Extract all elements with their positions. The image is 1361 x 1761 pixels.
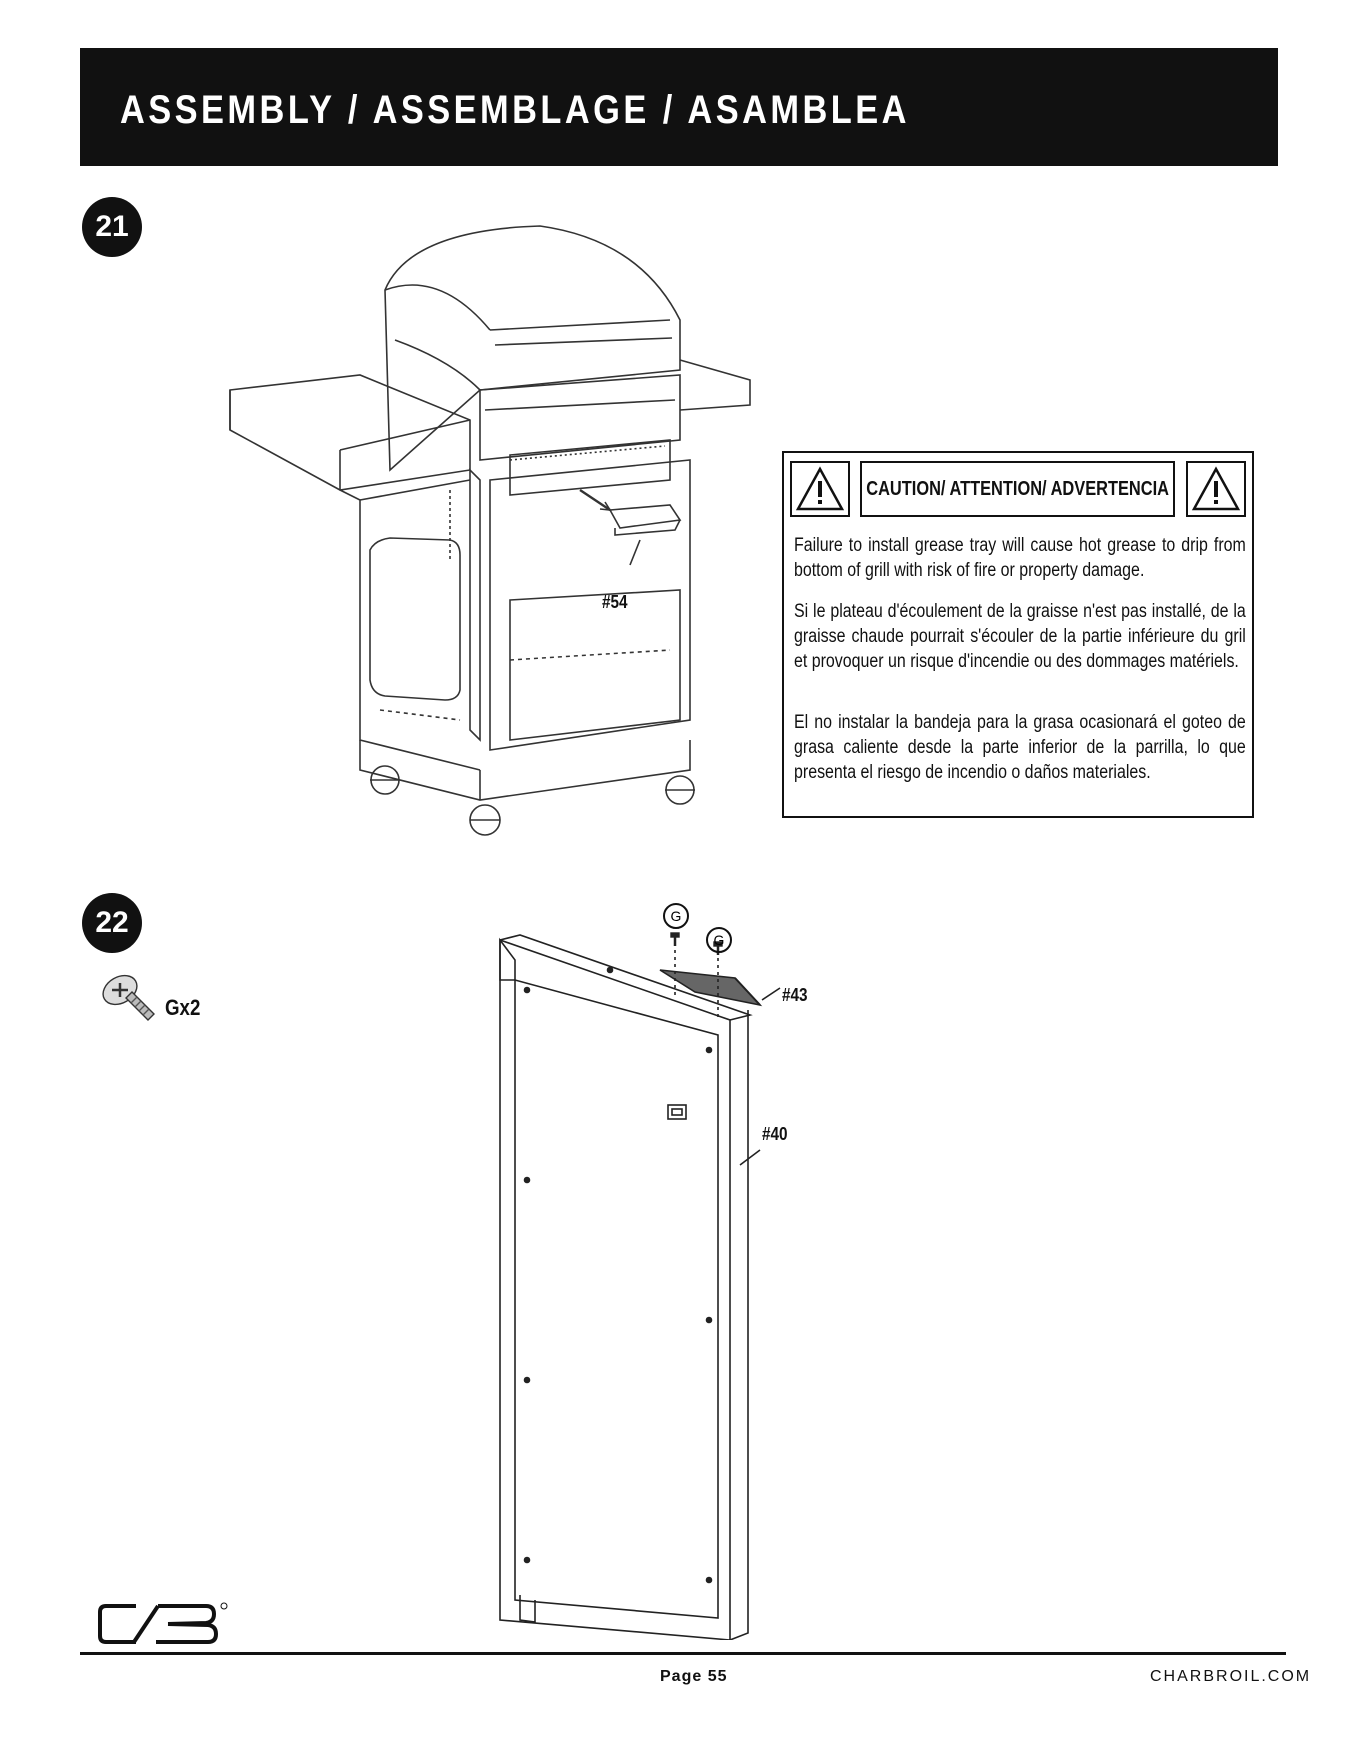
caution-header: CAUTION/ ATTENTION/ ADVERTENCIA — [790, 461, 1246, 517]
caution-title-box: CAUTION/ ATTENTION/ ADVERTENCIA — [860, 461, 1175, 517]
part-label-54: #54 — [602, 592, 628, 612]
step-22-badge: 22 — [82, 893, 142, 953]
header-bar: ASSEMBLY / ASSEMBLAGE / ASAMBLEA — [80, 48, 1278, 166]
footer-rule — [80, 1652, 1286, 1655]
caution-box: CAUTION/ ATTENTION/ ADVERTENCIA Failure … — [782, 451, 1254, 818]
website: CHARBROIL.COM — [1150, 1668, 1312, 1685]
caution-text-es: El no instalar la bandeja para la grasa … — [794, 712, 1246, 783]
svg-text:G: G — [671, 908, 682, 924]
grill-illustration — [229, 225, 751, 836]
svg-text:G: G — [714, 932, 725, 948]
caution-text-en: Failure to install grease tray will caus… — [794, 535, 1246, 581]
hardware-marker-g-right: G — [706, 927, 732, 953]
part-label-40: #40 — [762, 1124, 788, 1144]
page-title: ASSEMBLY / ASSEMBLAGE / ASAMBLEA — [120, 88, 910, 132]
page-number: Page 55 — [660, 1668, 728, 1685]
step-21-badge: 21 — [82, 197, 142, 257]
charbroil-logo — [98, 1602, 228, 1644]
screw-icon — [102, 974, 155, 1021]
warning-triangle-icon — [790, 461, 850, 517]
caution-text-fr: Si le plateau d'écoulement de la graisse… — [794, 601, 1246, 672]
hardware-qty: Gx2 — [165, 995, 201, 1020]
caution-title: CAUTION/ ATTENTION/ ADVERTENCIA — [866, 477, 1169, 500]
hardware-marker-g-left: G — [663, 903, 689, 929]
part-label-43: #43 — [782, 985, 808, 1005]
door-panel-illustration — [499, 932, 781, 1640]
warning-triangle-icon — [1186, 461, 1246, 517]
